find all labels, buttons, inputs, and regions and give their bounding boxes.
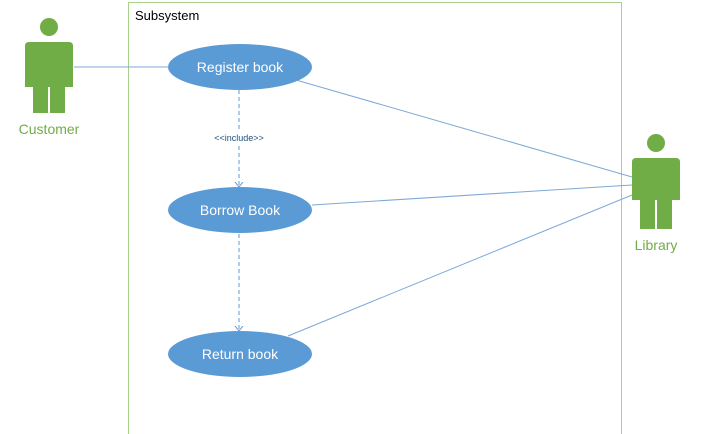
use-case-label: Return book [202,346,279,362]
use-case-return-book[interactable]: Return book [168,331,312,377]
include-label-background [206,131,272,145]
actor-label: Library [635,237,678,253]
actor-label: Customer [19,121,80,137]
subsystem-title: Subsystem [135,8,199,23]
association-library-borrow [311,184,633,206]
subsystem-boundary [128,2,622,434]
actor-customer[interactable]: Customer [19,18,80,137]
actor-person-icon [25,18,73,113]
use-case-label: Register book [197,59,284,75]
use-case-label: Borrow Book [200,202,281,218]
association-library-return [287,194,633,337]
use-case-ellipse [168,331,312,377]
use-case-borrow-book[interactable]: Borrow Book [168,187,312,233]
include-stereotype-label: <<include>> [214,133,264,143]
actor-person-icon [632,134,680,229]
use-case-register-book[interactable]: Register book [168,44,312,90]
use-case-ellipse [168,187,312,233]
actor-library[interactable]: Library [632,134,680,253]
use-case-ellipse [168,44,312,90]
association-library-register [295,79,633,178]
